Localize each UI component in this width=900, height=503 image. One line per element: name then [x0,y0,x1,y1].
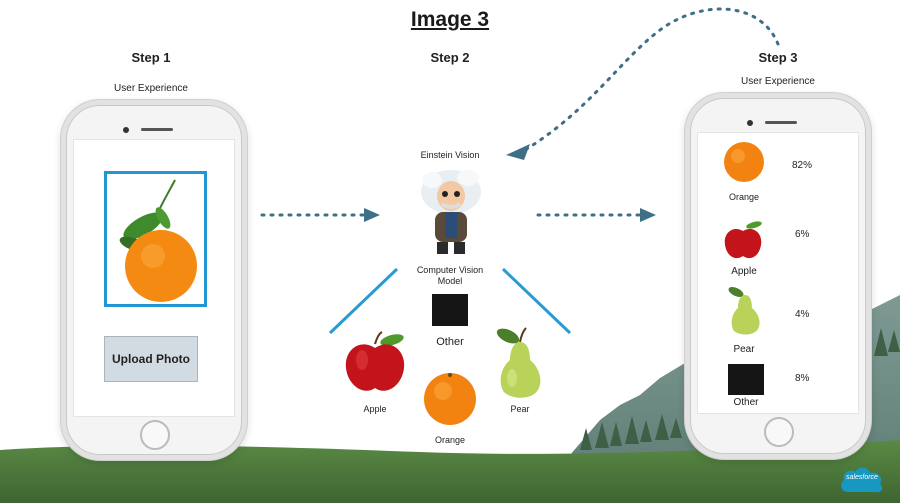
class-label-apple: Apple [363,404,387,414]
orange-image [424,373,476,425]
tree-line [580,328,900,450]
branch-line-left [328,267,399,335]
result-apple-icon [724,221,762,259]
arrow-head-1 [364,208,380,222]
phone-left: Upload Photo [66,105,242,455]
result-pear-icon [728,287,760,335]
step2-heading: Step 2 [430,50,470,65]
result-orange-icon [724,142,764,182]
camera-icon [123,127,129,133]
result-percent-apple: 6% [795,229,810,240]
phone-right-screen: Orange 82% Apple 6% Pear 4% Other 8% [697,132,859,414]
salesforce-logo: salesforce [838,464,886,496]
result-other-square [728,364,764,395]
einstein-vision-label: Einstein Vision [420,150,480,160]
class-label-other: Other [436,336,464,348]
result-percent-pear: 4% [795,309,810,320]
result-label-orange: Orange [728,192,760,202]
class-label-pear: Pear [510,404,530,414]
model-label-line1: Computer Vision [416,265,484,275]
arrow-feedback-curve [523,7,780,152]
speaker-icon [765,121,797,124]
class-label-orange: Orange [434,435,466,445]
page-title: Image 3 [410,8,490,31]
camera-icon [747,120,753,126]
result-label-apple: Apple [731,266,757,277]
home-button[interactable] [764,417,794,447]
phone-left-screen: Upload Photo [73,139,235,417]
uploaded-photo-frame[interactable] [104,171,207,307]
speaker-icon [141,128,173,131]
step1-heading: Step 1 [131,50,171,65]
step1-subtitle: User Experience [114,83,188,94]
phone-right: Orange 82% Apple 6% Pear 4% Other 8% [690,98,866,454]
pear-image [496,327,541,398]
upload-photo-button[interactable]: Upload Photo [104,336,198,382]
result-label-other: Other [733,397,759,408]
arrow-head-3 [506,144,530,160]
step3-subtitle: User Experience [741,76,815,87]
branch-line-right [501,267,572,335]
result-percent-orange: 82% [792,160,813,171]
model-label-line2: Model [437,276,463,286]
result-percent-other: 8% [795,373,810,384]
einstein-mascot [421,170,481,254]
orange-photo [119,179,197,302]
grass-field [0,440,900,503]
arrow-head-2 [640,208,656,222]
home-button[interactable] [140,420,170,450]
other-class-square [432,294,468,326]
apple-image [345,331,405,391]
result-label-pear: Pear [733,344,755,355]
step3-heading: Step 3 [758,50,798,65]
salesforce-logo-text: salesforce [846,474,878,481]
